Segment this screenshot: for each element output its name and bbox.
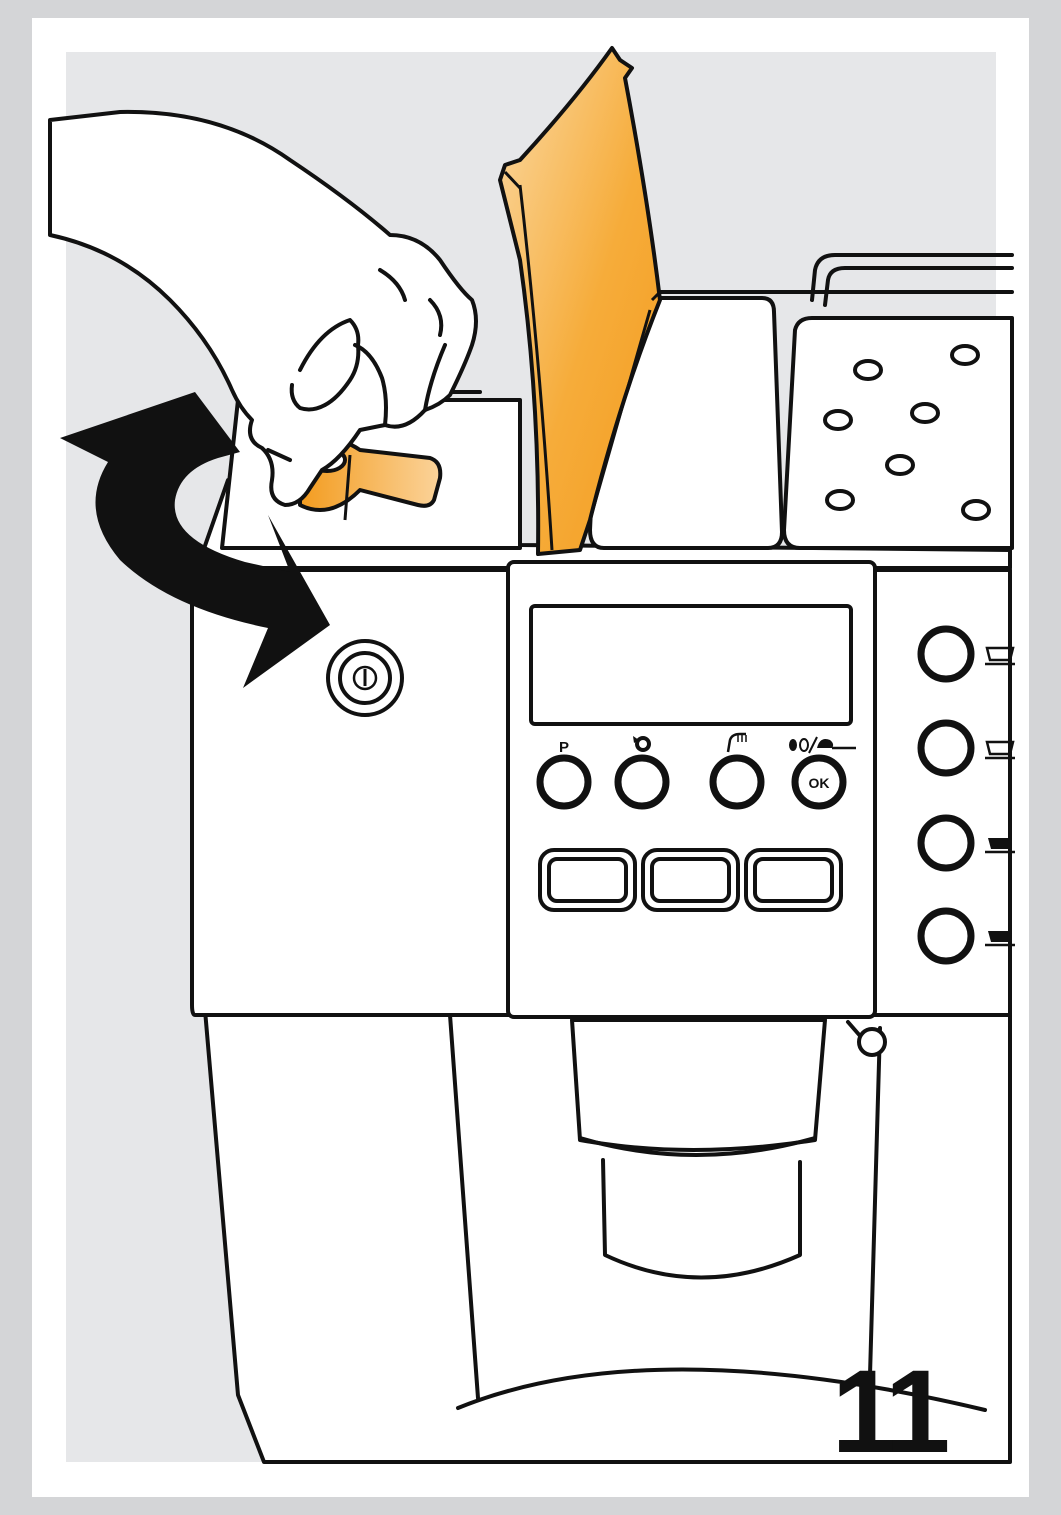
rinse-button[interactable] — [618, 758, 666, 806]
cup-button-1[interactable] — [921, 629, 971, 679]
steam-button[interactable] — [713, 758, 761, 806]
spout-upper — [572, 1020, 825, 1150]
spout-valve-knob — [859, 1029, 885, 1055]
ok-label: OK — [809, 775, 830, 791]
program-label: P — [559, 739, 569, 756]
program-button[interactable] — [540, 758, 588, 806]
function-button-2-inner — [652, 859, 729, 901]
power-button[interactable] — [328, 641, 402, 715]
cup-button-4[interactable] — [921, 911, 971, 961]
cup-button-2[interactable] — [921, 723, 971, 773]
step-number: 11 — [832, 1346, 948, 1478]
spout-lower — [603, 1160, 800, 1278]
function-button-3-inner — [755, 859, 832, 901]
function-button-1-inner — [549, 859, 626, 901]
display-screen — [531, 606, 851, 724]
cup-button-3[interactable] — [921, 818, 971, 868]
